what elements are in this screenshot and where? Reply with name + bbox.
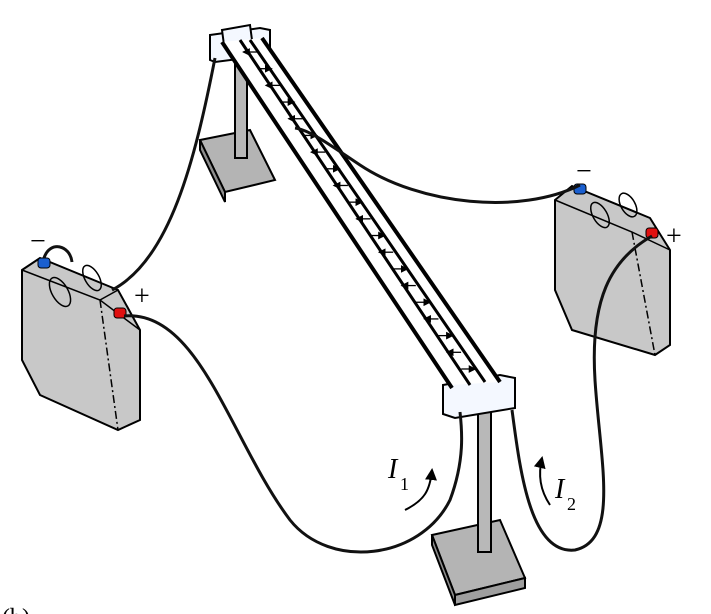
current-2-subscript: 2 <box>567 494 576 514</box>
right-negative-sign: − <box>576 156 592 187</box>
left-negative-sign: − <box>30 226 46 257</box>
negative-terminal-icon <box>37 257 51 269</box>
left-positive-sign: + <box>134 281 150 312</box>
current-2-symbol: I <box>554 474 566 505</box>
wire-right-positive <box>510 234 653 552</box>
wire-left-negative <box>111 57 217 292</box>
force-arrows <box>242 48 477 373</box>
right-battery <box>554 183 671 357</box>
positive-terminal-icon <box>645 227 659 239</box>
current-1-subscript: 1 <box>400 474 409 494</box>
left-battery <box>21 256 141 432</box>
conducting-strips <box>220 36 502 390</box>
bottom-stand <box>430 373 527 607</box>
panel-label: (b) <box>2 605 30 614</box>
current-1-symbol: I <box>387 454 399 485</box>
current-2-arrow-icon <box>533 456 551 506</box>
current-1-arrow-icon <box>404 468 437 511</box>
wire-left-positive <box>123 314 464 554</box>
positive-terminal-icon <box>113 307 127 319</box>
wire-right-negative <box>294 126 581 204</box>
right-positive-sign: + <box>666 221 682 252</box>
wires <box>42 57 653 554</box>
